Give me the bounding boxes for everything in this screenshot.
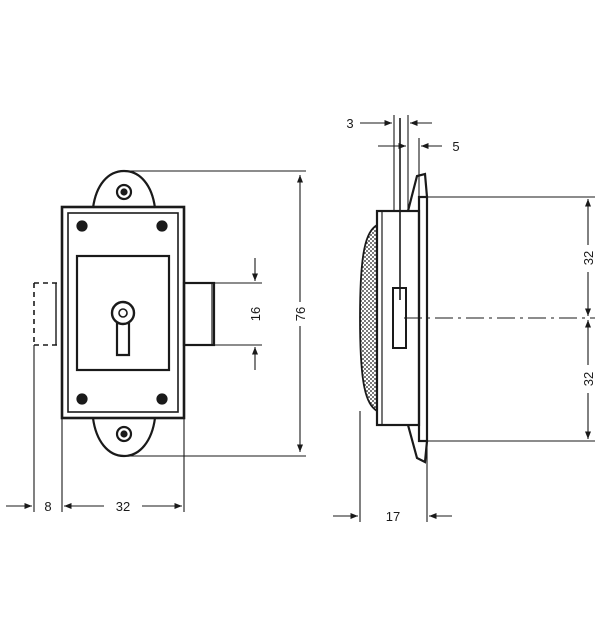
dim-upper-half: 32	[581, 251, 596, 265]
dim-bolt-height: 16	[248, 307, 263, 321]
front-view-dimensions	[6, 170, 306, 512]
rivet-bottom-right	[156, 393, 168, 405]
front-view	[33, 169, 216, 458]
bolt-alternate-dashed	[33, 282, 62, 346]
front-plate-side	[417, 195, 429, 443]
dim-offset-width: 8	[44, 499, 51, 514]
side-view	[359, 118, 429, 464]
top-mounting-ear	[91, 169, 157, 209]
lock-case-outer	[60, 205, 186, 420]
keyhole-icon	[110, 300, 136, 357]
top-hook	[406, 172, 429, 212]
dim-lower-half: 32	[581, 372, 596, 386]
rivet-bottom-left	[76, 393, 88, 405]
rivet-top-right	[156, 220, 168, 232]
bottom-screw-hole	[115, 425, 133, 443]
dim-top-small: 3	[346, 116, 353, 131]
dim-depth: 17	[386, 509, 400, 524]
bottom-hook	[406, 424, 429, 464]
rivet-top-left	[76, 220, 88, 232]
lock-case-inner	[67, 212, 179, 413]
side-view-dimensions	[333, 115, 595, 522]
knurled-knob	[359, 223, 378, 413]
bottom-mounting-ear	[91, 417, 157, 458]
bolt	[182, 281, 216, 347]
escutcheon-plate	[75, 254, 171, 372]
top-screw-hole	[115, 183, 133, 201]
dim-case-width: 32	[116, 499, 130, 514]
dim-overall-height: 76	[293, 307, 308, 321]
dim-top-medium: 5	[452, 139, 459, 154]
